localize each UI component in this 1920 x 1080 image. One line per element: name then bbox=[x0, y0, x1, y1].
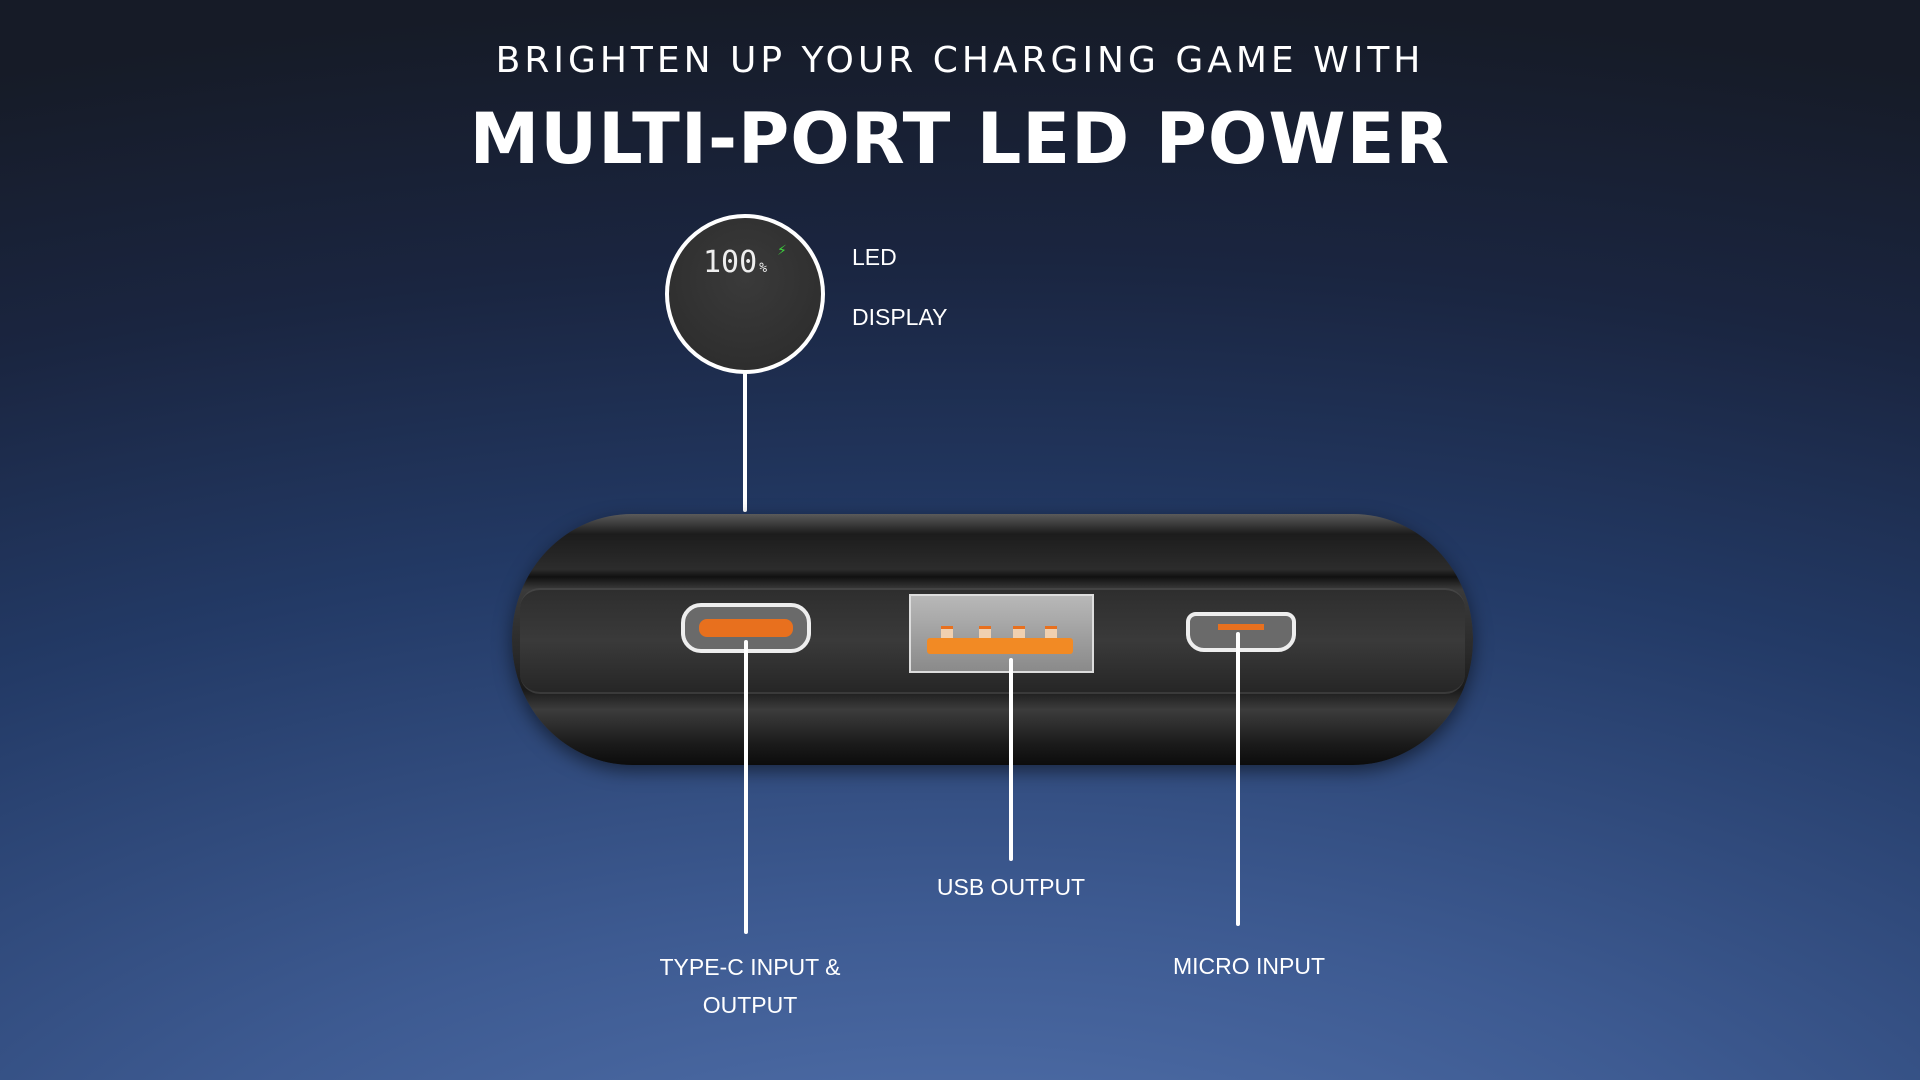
led-label-line2: DISPLAY bbox=[852, 304, 948, 330]
page-title: MULTI-PORT LED POWER bbox=[469, 98, 1451, 180]
usb-callout-line bbox=[1009, 658, 1013, 861]
percentage-value: 100 bbox=[703, 245, 758, 280]
micro-label: MICRO INPUT bbox=[1172, 953, 1326, 979]
micro-usb-port bbox=[1186, 612, 1296, 652]
type-c-callout-line bbox=[744, 640, 748, 934]
battery-percentage: 100% bbox=[703, 248, 767, 278]
percent-sign: % bbox=[759, 261, 768, 276]
type-c-label-line2: OUTPUT bbox=[702, 992, 798, 1018]
micro-callout-line bbox=[1236, 632, 1240, 926]
charging-bolt-icon: ⚡ bbox=[777, 243, 787, 259]
led-label-line1: LED bbox=[852, 244, 897, 270]
subtitle: BRIGHTEN UP YOUR CHARGING GAME WITH bbox=[495, 40, 1425, 81]
led-callout-line bbox=[743, 372, 747, 512]
type-c-label-line1: TYPE-C INPUT & bbox=[659, 954, 841, 980]
led-display-callout: 100% ⚡ bbox=[665, 214, 825, 374]
usb-label: USB OUTPUT bbox=[936, 874, 1086, 900]
usb-port bbox=[909, 594, 1094, 673]
